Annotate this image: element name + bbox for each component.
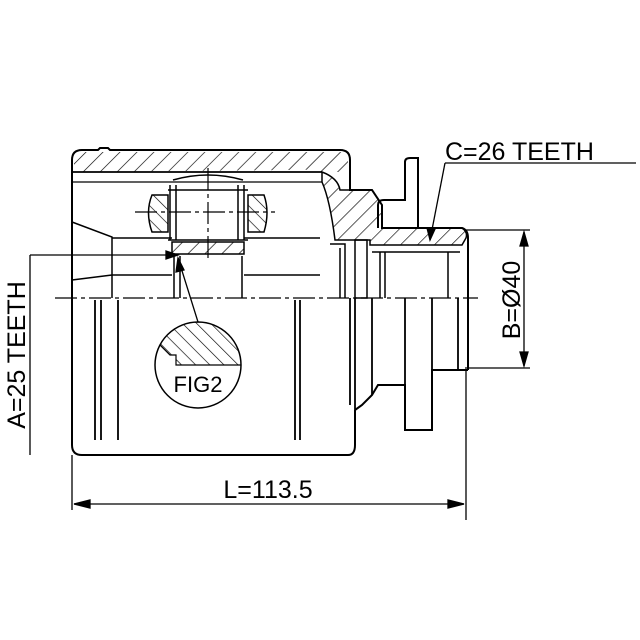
detail-fig2	[154, 321, 242, 409]
hatch-right-wall	[321, 170, 468, 246]
flange-top	[377, 157, 419, 228]
l-length-label: L=113.5	[223, 476, 312, 504]
fig2-label: FIG2	[174, 372, 223, 397]
c-teeth-label: C=26 TEETH	[445, 138, 594, 166]
hatch-top	[74, 152, 348, 172]
centerlines	[55, 168, 478, 299]
b-diameter-label: B=Ø40	[498, 261, 526, 340]
housing-outline	[71, 147, 469, 456]
b-diameter-dimension	[465, 229, 530, 520]
a-teeth-label: A=25 TEETH	[3, 281, 31, 429]
c-teeth-leader	[426, 162, 636, 242]
a-teeth-leader	[29, 250, 199, 455]
l-length-dimension	[71, 455, 465, 510]
lower-body	[94, 298, 469, 440]
